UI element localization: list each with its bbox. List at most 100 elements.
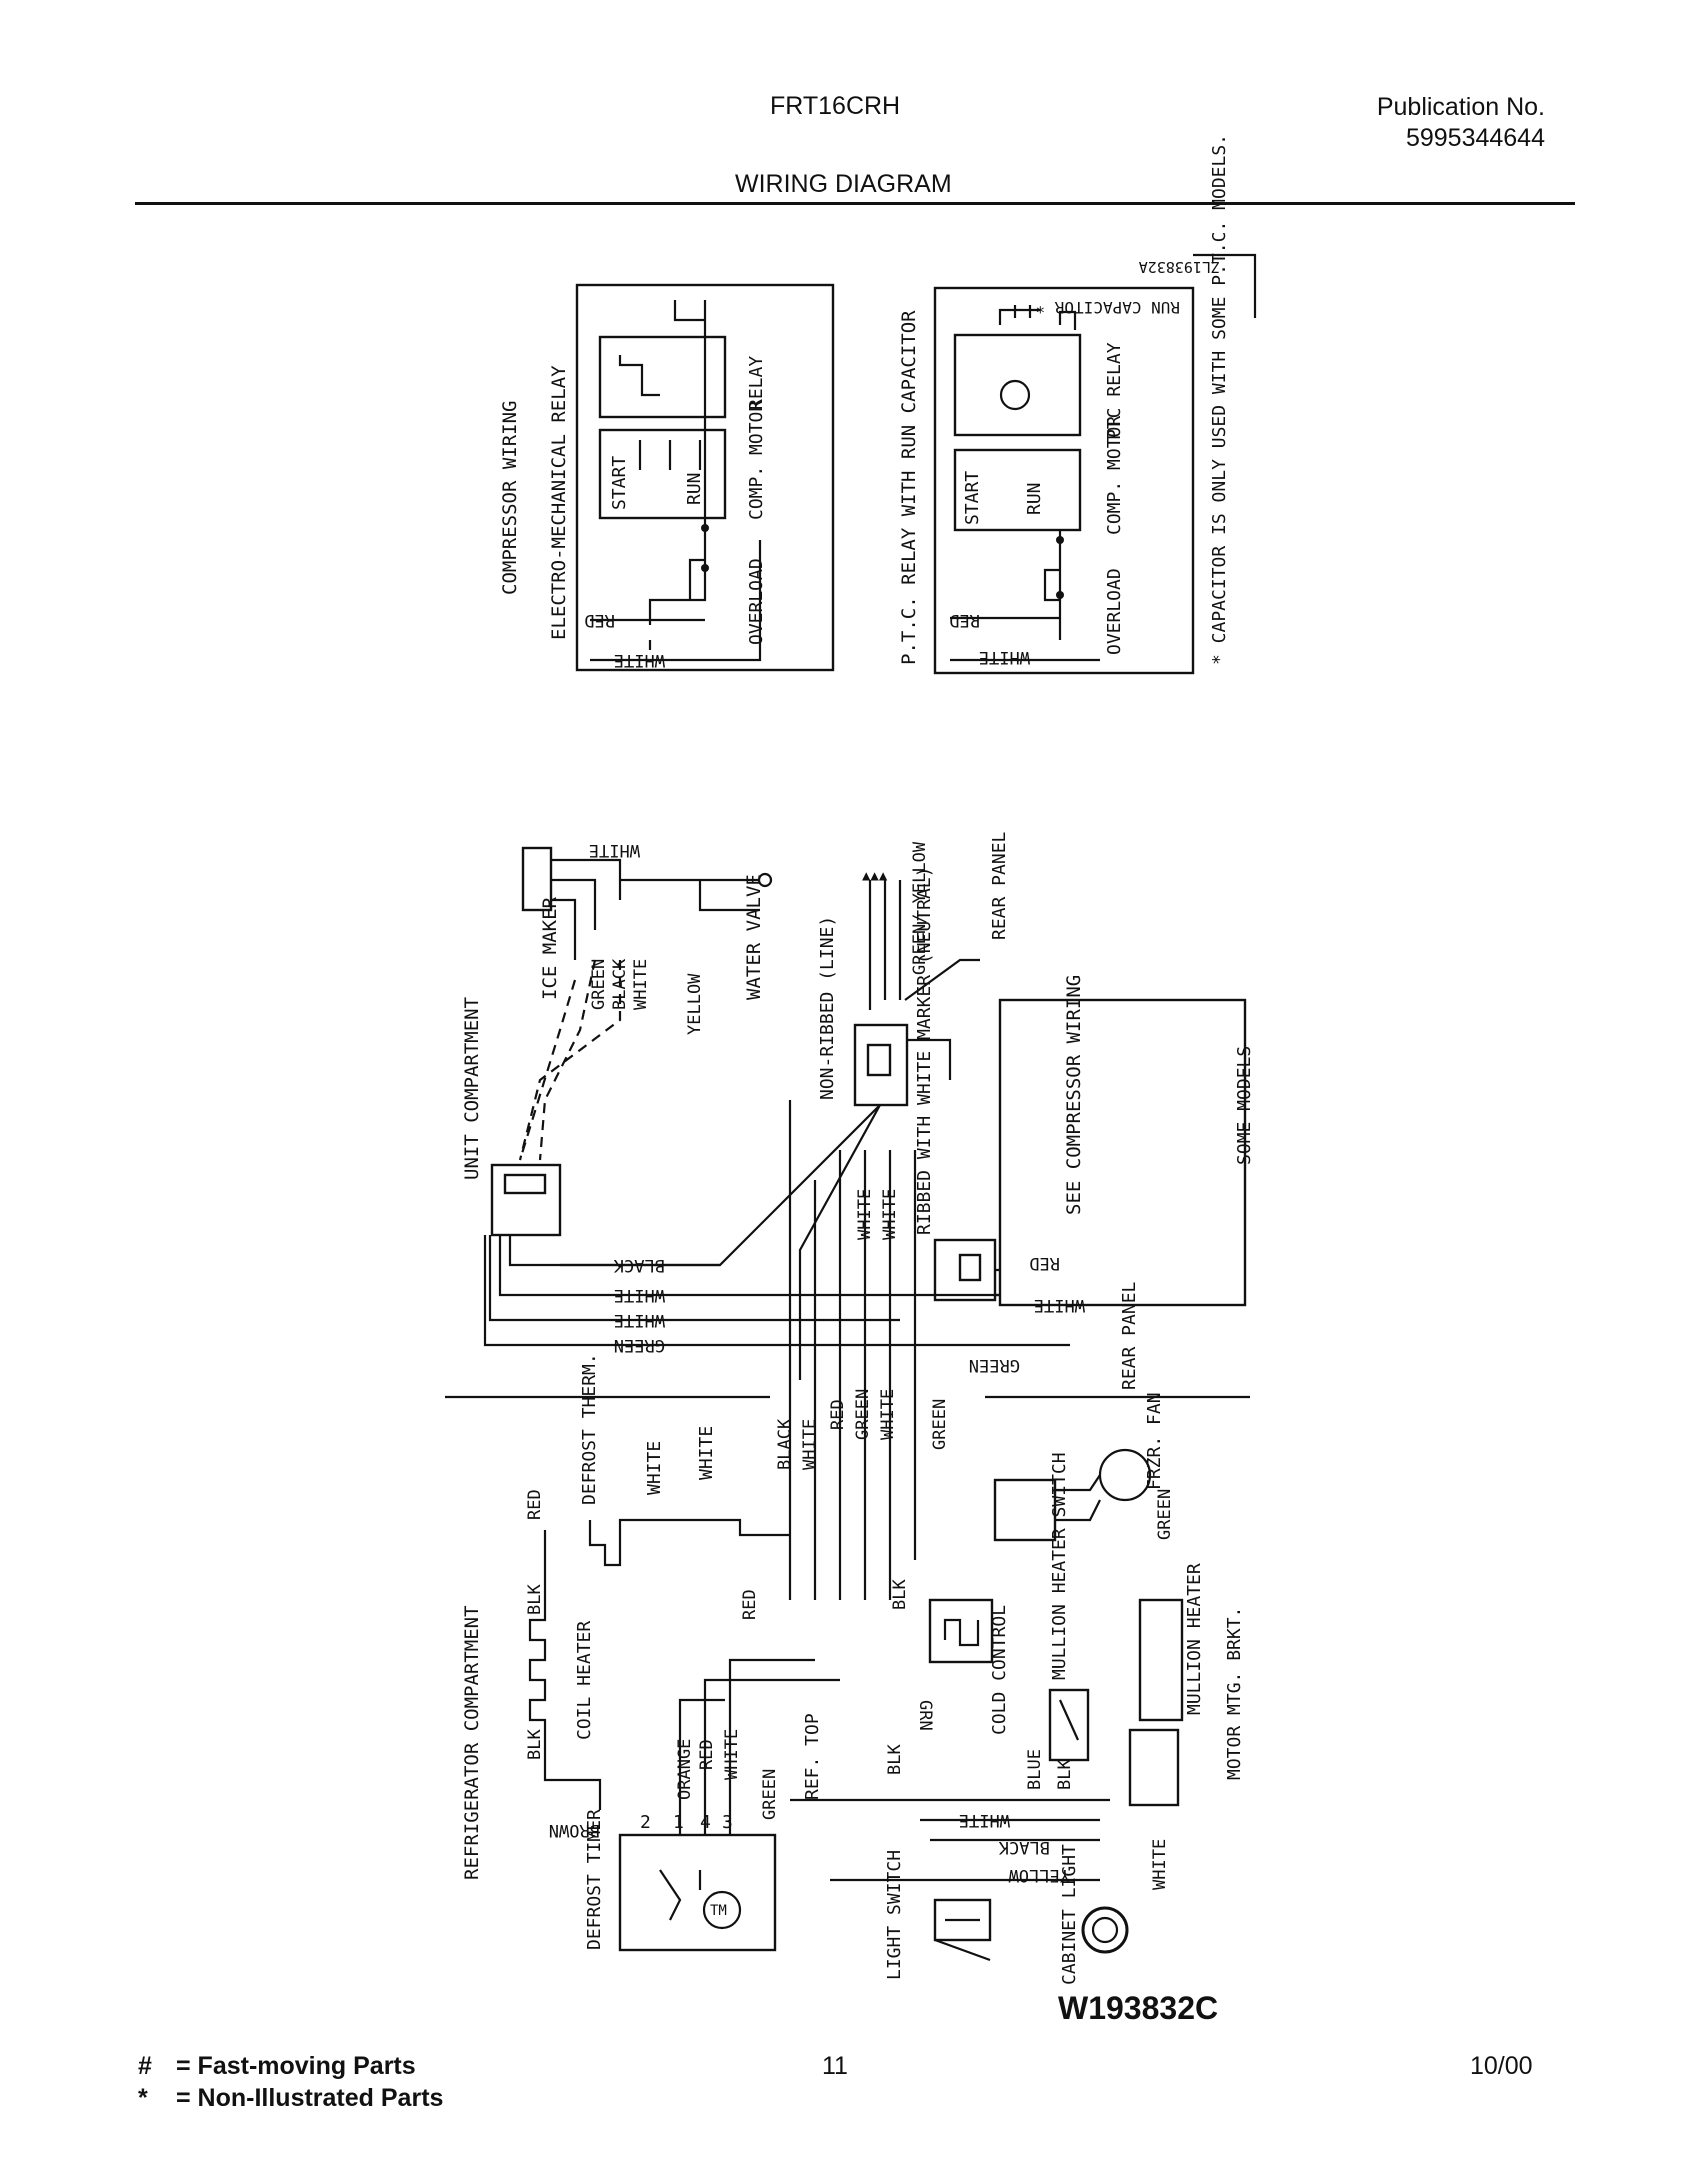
ptc-red-label: RED [949, 610, 980, 630]
refrigerator-compartment-section: REFRIGERATOR COMPARTMENT BLACK WHITE RED… [461, 1353, 1245, 1985]
cold-control-box [928, 1598, 994, 1664]
ptc-relay-body [953, 333, 1082, 437]
em-relay-box [575, 283, 835, 672]
ptc-code: ZL193832A [1139, 258, 1220, 276]
bus-white-bottom: WHITE [959, 1810, 1010, 1830]
rf-wire-green2: GREEN [930, 1399, 950, 1450]
ptc-node-dot [1056, 591, 1064, 599]
coil-heater-label: COIL HEATER [574, 1621, 595, 1740]
unit-wire-white-top: WHITE [589, 840, 640, 860]
rear-panel-label-bottom: REAR PANEL [1119, 1281, 1140, 1390]
cc-grn-label: GRN [915, 1700, 935, 1731]
water-valve-label: WATER VALVE [743, 874, 765, 1000]
some-models-label: ----- SOME MODELS [1234, 1046, 1255, 1230]
rf-wire-white: WHITE [800, 1419, 820, 1470]
fan-connector [993, 1478, 1057, 1542]
timer-green-label: GREEN [760, 1769, 780, 1820]
refrigerator-compartment-title: REFRIGERATOR COMPARTMENT [461, 1605, 483, 1880]
bus-black-bottom: BLACK [998, 1837, 1050, 1857]
compressor-wiring-section: COMPRESSOR WIRING ELECTRO-MECHANICAL REL… [499, 134, 1257, 675]
unit-wire-white: WHITE [631, 959, 651, 1010]
rf-wire-green: GREEN [853, 1389, 873, 1440]
unit-wire-yellow: YELLOW [685, 973, 705, 1035]
mullion-heater-box [1138, 1598, 1184, 1722]
motor-mtg-label: MOTOR MTG. BRKT. [1224, 1607, 1245, 1780]
frzr-fan-icon [1098, 1448, 1152, 1502]
light-switch-label: LIGHT SWITCH [884, 1850, 905, 1980]
legend-row: #= Fast-moving Parts [138, 2050, 443, 2082]
riser-white-1: WHITE [855, 1189, 875, 1240]
see-compressor-label: SEE COMPRESSOR WIRING [1063, 975, 1085, 1215]
ptc-comp-motor-label: COMP. MOTOR [1104, 416, 1125, 535]
mullion-connector [1128, 1728, 1180, 1807]
publication-label: Publication No. [1376, 93, 1545, 121]
ptc-run-capacitor-label: RUN CAPACITOR * [1036, 298, 1181, 317]
junction-block-tab [866, 1043, 892, 1077]
compressor-wiring-title: COMPRESSOR WIRING [499, 401, 521, 595]
frzr-fan-label: FRZR. FAN [1144, 1392, 1165, 1490]
em-start-label: START [609, 456, 630, 510]
ptc-relay-caption: P.T.C. RELAY WITH RUN CAPACITOR [898, 310, 920, 665]
bus-yellow-bottom: YELLOW [1008, 1865, 1070, 1885]
page-title: WIRING DIAGRAM [735, 170, 952, 198]
cabinet-light-label: CABINET LIGHT [1059, 1844, 1080, 1985]
timer-red-label: RED [697, 1739, 717, 1770]
fan-green-label: GREEN [1155, 1489, 1175, 1540]
revision-date: 10/00 [1470, 2052, 1533, 2080]
legend-text: = Non-Illustrated Parts [176, 2084, 444, 2112]
ptc-relay-box [933, 286, 1195, 675]
timer-term-1: 1 [673, 1812, 684, 1833]
ptc-thermistor-icon [999, 379, 1031, 411]
timer-term-2: 2 [640, 1812, 651, 1833]
mullion-blk-label: BLK [1055, 1759, 1075, 1790]
em-run-label: RUN [684, 472, 705, 505]
overload-connector-tab [958, 1253, 982, 1282]
timer-motor-label: TM [710, 1903, 727, 1919]
mullion-switch-label: MULLION HEATER SWITCH [1049, 1452, 1070, 1680]
bus-black-label: BLACK [613, 1255, 665, 1275]
unit-harness-plug-tab [503, 1173, 547, 1195]
ref-top-label: REF. TOP [802, 1713, 823, 1800]
water-valve-icon [757, 872, 773, 888]
green-yellow-label: GREEN/ YELLOW [910, 841, 930, 975]
cabinet-light-bulb [1091, 1916, 1119, 1944]
cc-blk-label: BLK [890, 1579, 910, 1610]
see-compressor-box [998, 998, 1247, 1307]
ptc-start-label: START [962, 471, 983, 525]
overload-connector [933, 1238, 997, 1302]
legend-text: = Fast-moving Parts [176, 2052, 416, 2080]
compressor-white-label: WHITE [1034, 1295, 1085, 1315]
heater-blk-bottom-label: BLK [525, 1729, 545, 1760]
em-compressor-body [598, 428, 727, 520]
model-number: FRT16CRH [770, 92, 901, 120]
em-overload-label: OVERLOAD [746, 558, 767, 645]
bus-green2-label: GREEN [969, 1355, 1020, 1375]
light-white-label: WHITE [1150, 1839, 1170, 1890]
cc-blk2-label: BLK [885, 1744, 905, 1775]
mullion-blue-label: BLUE [1025, 1749, 1045, 1790]
rf-wire-white2: WHITE [878, 1389, 898, 1440]
rf-red-label: RED [740, 1589, 760, 1620]
therm-white-label: WHITE [644, 1441, 665, 1495]
em-relay-body [598, 335, 727, 419]
riser-white-2: WHITE [880, 1189, 900, 1240]
ptc-run-label: RUN [1024, 482, 1045, 515]
ptc-node-dot [1056, 536, 1064, 544]
bus-green-label: GREEN [614, 1335, 665, 1355]
ptc-ptc-relay-label: PTC RELAY [1104, 342, 1125, 440]
therm-white2-label: WHITE [696, 1426, 717, 1480]
defrost-timer-box [618, 1833, 777, 1952]
unit-compartment-section: UNIT COMPARTMENT ICE MAKER WATER VALVE W… [461, 831, 1255, 1600]
mullion-switch-box [1048, 1688, 1090, 1762]
em-node-dot [701, 564, 709, 572]
capacitor-note: * CAPACITOR IS ONLY USED WITH SOME P.T.C… [1209, 134, 1230, 665]
ptc-white-label: WHITE [979, 647, 1030, 667]
publication-block: Publication No. 5995344644 [1365, 92, 1545, 154]
unit-compartment-title: UNIT COMPARTMENT [461, 997, 483, 1180]
header-rule [135, 202, 1575, 205]
unit-wire-green: GREEN [589, 959, 609, 1010]
publication-number: 5995344644 [1405, 124, 1545, 152]
light-switch-box [933, 1898, 992, 1942]
ice-maker-label: ICE MAKER [539, 896, 561, 1000]
